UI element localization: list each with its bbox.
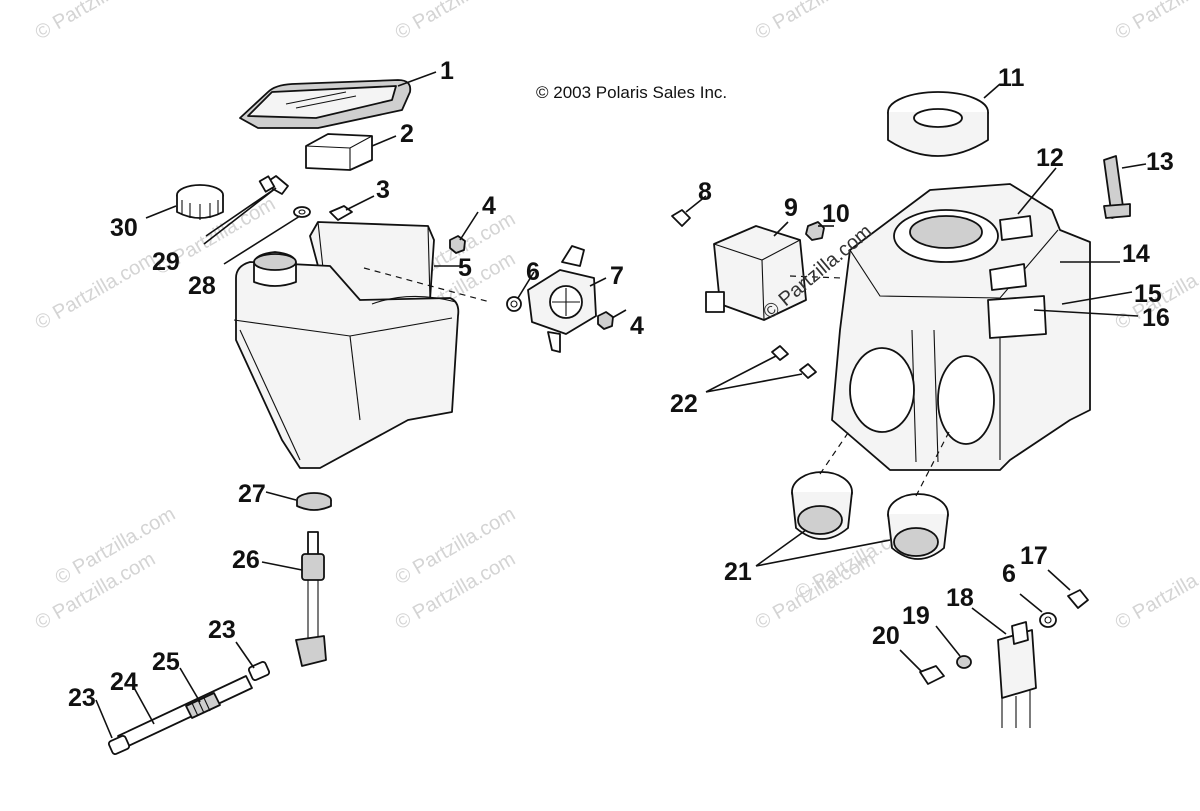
callout-14: 14 xyxy=(1122,240,1150,268)
callout-4: 4 xyxy=(482,192,496,220)
callout-9: 9 xyxy=(784,194,798,222)
watermark: © Partzilla.com xyxy=(392,0,520,44)
part-11-ring xyxy=(887,91,989,157)
callout-5: 5 xyxy=(458,254,472,282)
part-18-coil xyxy=(997,621,1037,728)
callout-12: 12 xyxy=(1036,144,1064,172)
part-21-boot xyxy=(791,471,949,560)
callout-23b: 23 xyxy=(68,684,96,712)
part-28-washer xyxy=(293,206,311,218)
callout-28: 28 xyxy=(188,272,216,300)
copyright-text: © 2003 Polaris Sales Inc. xyxy=(536,83,727,102)
part-13-clip xyxy=(1103,155,1131,219)
callout-1: 1 xyxy=(440,57,454,85)
callout-16: 16 xyxy=(1142,304,1170,332)
callout-23: 23 xyxy=(208,616,236,644)
part-25-spring xyxy=(185,692,221,719)
callout-labels: 1 2 3 4 4 5 6 6 7 8 9 10 11 12 13 14 15 … xyxy=(68,57,1174,712)
callout-6: 6 xyxy=(526,258,540,286)
part-1-cover xyxy=(239,79,412,129)
callout-29: 29 xyxy=(152,248,180,276)
part-2-pad xyxy=(305,133,373,171)
callout-6b: 6 xyxy=(1002,560,1016,588)
callout-7: 7 xyxy=(610,262,624,290)
part-24-hose xyxy=(117,675,253,749)
callout-10: 10 xyxy=(822,200,850,228)
callout-13: 13 xyxy=(1146,148,1174,176)
part-airbox xyxy=(831,183,1091,471)
part-8-bolt xyxy=(671,209,691,227)
callout-24: 24 xyxy=(110,668,138,696)
part-23-clamp xyxy=(107,661,271,755)
callout-11: 11 xyxy=(998,64,1025,92)
leader-lines xyxy=(95,71,1147,739)
callout-26: 26 xyxy=(232,546,260,574)
part-oil-tank xyxy=(233,221,460,469)
callout-2: 2 xyxy=(400,120,414,148)
part-19-washer xyxy=(956,655,972,669)
part-4-nut xyxy=(449,235,614,330)
part-29-bolt xyxy=(258,175,289,195)
callout-3: 3 xyxy=(376,176,390,204)
part-22-screw xyxy=(771,345,817,379)
callout-27: 27 xyxy=(238,480,266,508)
part-30-cap xyxy=(176,184,224,220)
callout-22: 22 xyxy=(670,390,698,418)
part-6-washer-right xyxy=(1039,612,1057,628)
part-7-pump xyxy=(527,245,597,353)
callout-18: 18 xyxy=(946,584,974,612)
watermark: © Partzilla.com xyxy=(32,0,160,44)
part-6-washer xyxy=(506,296,522,312)
callout-8: 8 xyxy=(698,178,712,206)
part-20-bolt xyxy=(919,665,945,685)
callout-30: 30 xyxy=(110,214,138,242)
watermark: © Partzilla.com xyxy=(1112,548,1200,634)
callout-17: 17 xyxy=(1020,542,1048,570)
part-17-bolt xyxy=(1067,589,1089,609)
callout-21: 21 xyxy=(724,558,752,586)
watermark: © Partzilla.com xyxy=(1112,0,1200,44)
callout-4b: 4 xyxy=(630,312,644,340)
part-9-module xyxy=(705,225,807,321)
callout-15: 15 xyxy=(1134,280,1162,308)
watermark: © Partzilla.com xyxy=(32,248,160,334)
watermark: © Partzilla.com xyxy=(752,0,880,44)
callout-25: 25 xyxy=(152,648,180,676)
part-27-grommet xyxy=(296,492,332,511)
callout-20: 20 xyxy=(872,622,900,650)
callout-19: 19 xyxy=(902,602,930,630)
part-26-sensor xyxy=(295,531,327,667)
